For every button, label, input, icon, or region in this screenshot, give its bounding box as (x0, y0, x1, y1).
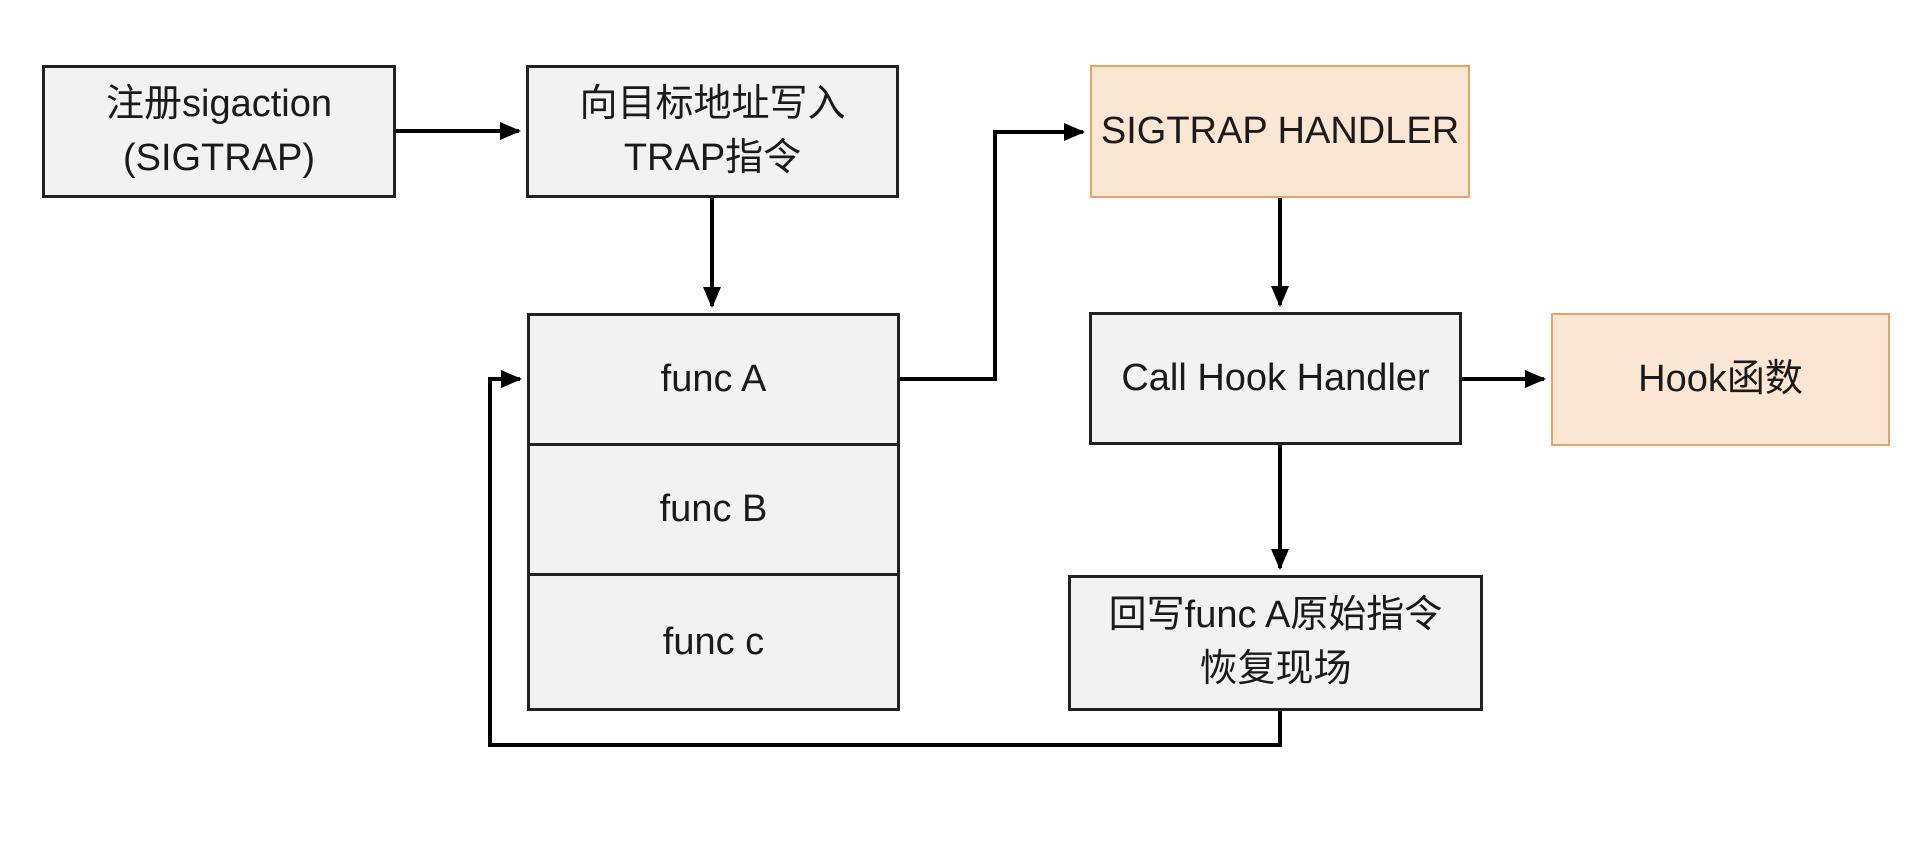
node-register-line1: 注册sigaction (106, 82, 332, 125)
node-write-trap-line1: 向目标地址写入 (579, 82, 846, 125)
node-func-c-label: func c (662, 620, 765, 663)
node-func-a: func A (530, 316, 897, 447)
node-restore-original: 回写func A原始指令 恢复现场 (1068, 575, 1483, 711)
node-hook-function-label: Hook函数 (1638, 357, 1803, 400)
node-func-b-label: func B (659, 488, 768, 531)
node-sigtrap-handler-label: SIGTRAP HANDLER (1100, 109, 1460, 152)
node-write-trap: 向目标地址写入 TRAP指令 (526, 65, 899, 198)
node-restore-line1: 回写func A原始指令 (1108, 594, 1443, 637)
node-restore-line2: 恢复现场 (1199, 648, 1352, 690)
node-func-a-label: func A (660, 358, 767, 401)
node-sigtrap-handler: SIGTRAP HANDLER (1090, 65, 1470, 198)
node-register-line2: (SIGTRAP) (122, 136, 316, 179)
edge-func-a-to-sigtrap-handler (900, 123, 1085, 381)
node-func-b: func B (530, 446, 897, 577)
node-call-hook-handler: Call Hook Handler (1089, 312, 1462, 445)
func-stack: func A func B func c (527, 313, 900, 711)
node-write-trap-line2: TRAP指令 (623, 136, 802, 179)
node-hook-function: Hook函数 (1551, 313, 1890, 446)
node-register-sigaction: 注册sigaction (SIGTRAP) (42, 65, 396, 198)
node-func-c: func c (530, 576, 897, 708)
node-call-hook-handler-label: Call Hook Handler (1121, 356, 1430, 399)
